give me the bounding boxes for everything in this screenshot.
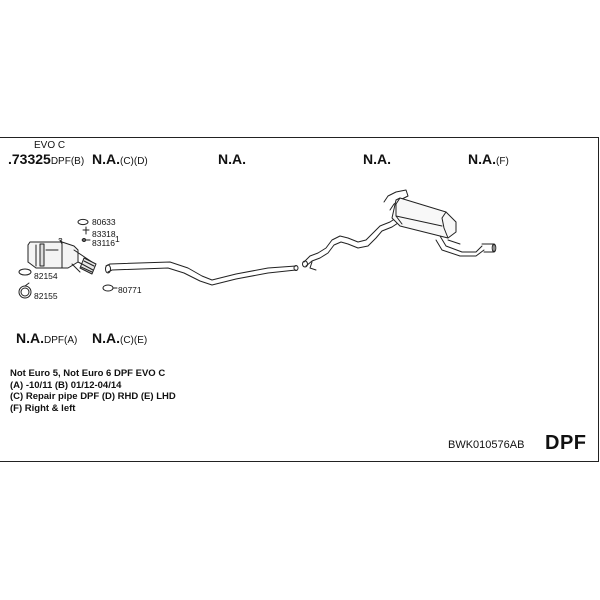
na-suffix-4: (F) [496,156,509,167]
kit-code: BWK010576AB [448,439,525,451]
part-label-2: 83318 [92,229,116,239]
part-label-5: 82155 [34,291,58,301]
note-line: Not Euro 5, Not Euro 6 DPF EVO C [10,368,166,379]
dpf-badge: DPF [545,432,587,454]
rear-muffler [383,189,457,239]
diagram-frame [0,137,599,462]
na-text-1: N.A. [92,151,120,167]
intermediate-pipe [302,217,399,271]
part-number: .73325 [8,151,51,167]
tailpipe [435,235,497,257]
notes-block: Not Euro 5, Not Euro 6 DPF EVO C (A) -10… [10,368,176,414]
bolt-icon [82,226,90,235]
part-label-6: 80771 [118,285,142,295]
part-number-suffix: DPF(B) [50,156,85,167]
na-label-5: N.A.DPF(A) [16,330,77,346]
na-text-4: N.A. [468,151,496,167]
clamp-nut-icon [81,238,91,242]
na-label-2: N.A. [218,151,246,167]
na-label-4: N.A.(F) [468,151,509,167]
hose-clamp-icon [102,284,118,292]
variant-label: EVO C [34,140,66,151]
note-line: (F) Right & left [10,402,76,414]
na-suffix-5: DPF(A) [44,335,78,346]
note-line: (C) Repair pipe DPF (D) RHD (E) LHD [10,391,176,402]
na-label-3: N.A. [363,151,391,167]
na-suffix-1: (C)(D) [120,156,148,167]
front-exhaust-pipe [105,261,299,286]
gasket-icon [77,218,89,226]
na-text-6: N.A. [92,330,120,346]
part-number-main: .73325DPF(B) [8,151,84,167]
na-label-6: N.A.(C)(E) [92,330,147,346]
na-text-5: N.A. [16,330,44,346]
dpf-filter-unit [27,239,97,275]
na-suffix-6: (C)(E) [120,335,148,346]
part-label-4: 82154 [34,271,58,281]
clamp-ring-icon [18,282,32,299]
sealing-ring-icon [18,268,32,276]
note-line: (A) -10/11 (B) 01/12-04/14 [10,379,122,391]
na-label-1: N.A.(C)(D) [92,151,148,167]
part-label-1: 80633 [92,217,116,227]
part-label-3-marker: 1 [115,234,120,244]
part-label-3: 83116 [92,238,116,248]
